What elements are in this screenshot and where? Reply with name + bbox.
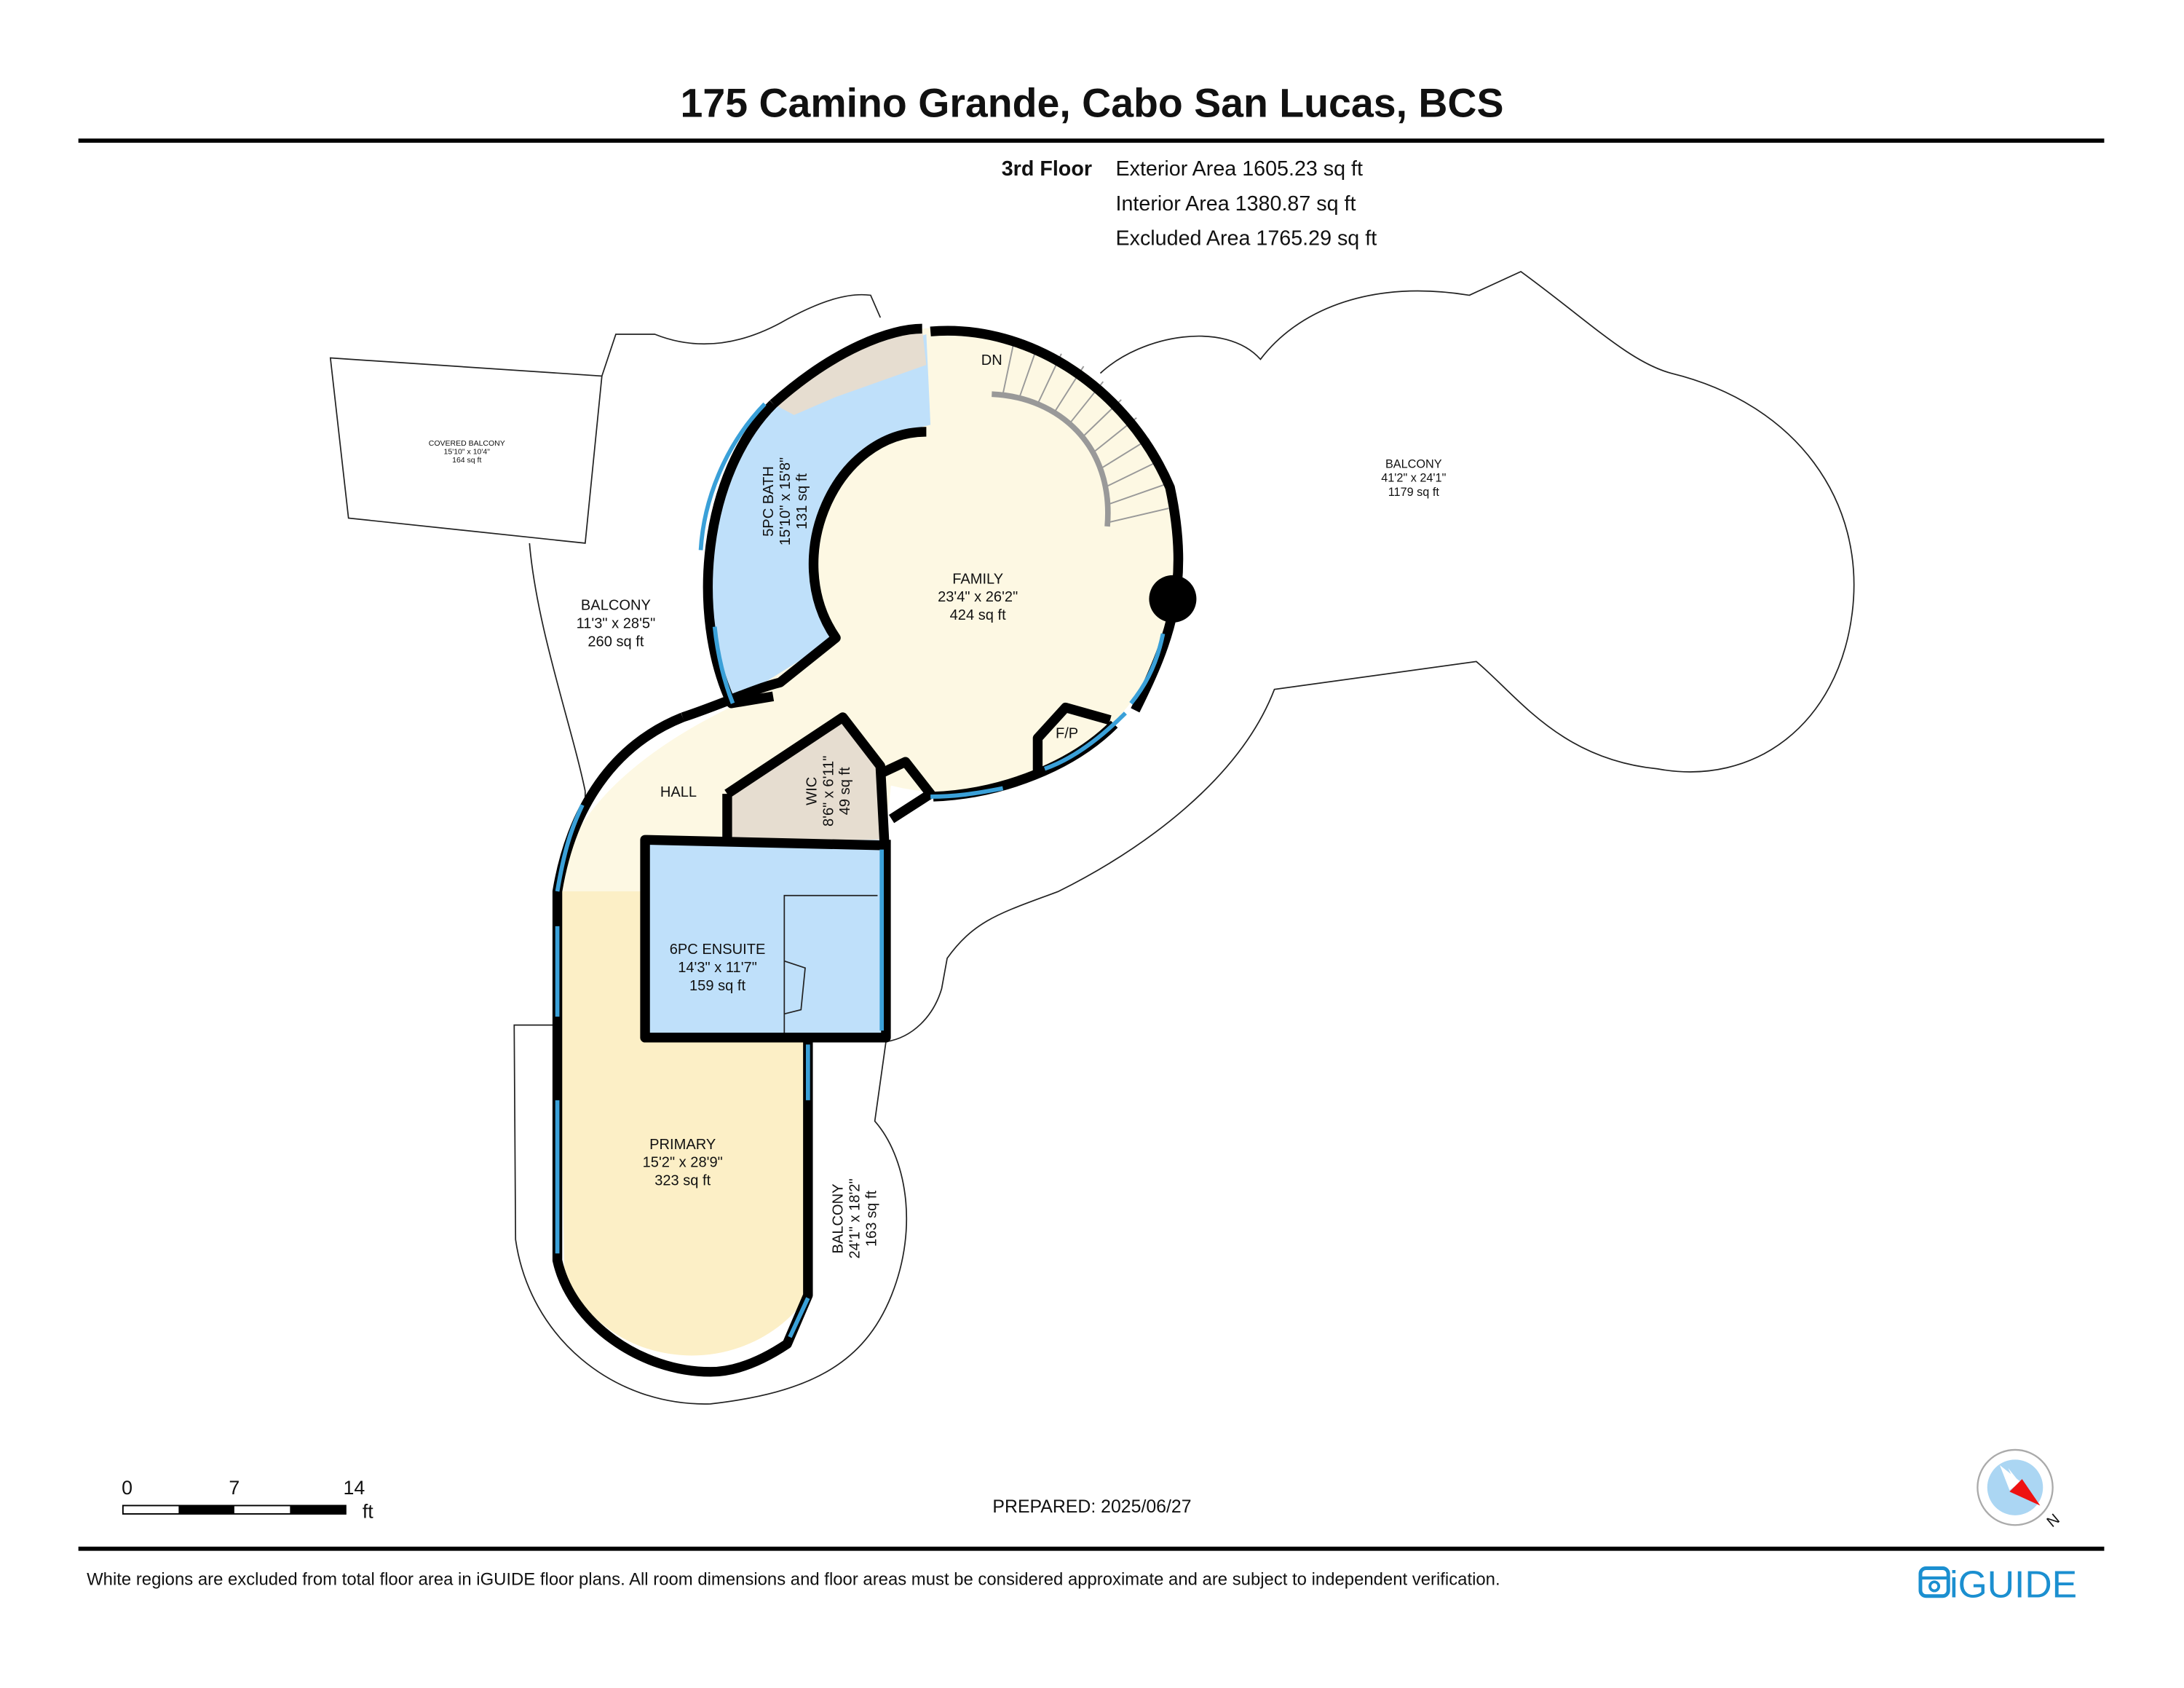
svg-text:N: N bbox=[2043, 1511, 2062, 1531]
ensuite-room bbox=[645, 840, 886, 1038]
iguide-logo: iGUIDE bbox=[1918, 1563, 2077, 1606]
svg-text:ft: ft bbox=[363, 1501, 373, 1523]
svg-text:1179 sq ft: 1179 sq ft bbox=[1388, 486, 1440, 499]
page-title: 175 Camino Grande, Cabo San Lucas, BCS bbox=[681, 81, 1504, 126]
svg-text:163 sq ft: 163 sq ft bbox=[864, 1191, 880, 1247]
balcony-bottom-label: BALCONY 24'1" x 18'2" 163 sq ft bbox=[831, 1178, 880, 1258]
covered-balcony-outline bbox=[329, 357, 603, 544]
svg-text:323 sq ft: 323 sq ft bbox=[654, 1173, 711, 1189]
scale-bar: 0 7 14 ft bbox=[122, 1477, 373, 1523]
svg-text:COVERED BALCONY: COVERED BALCONY bbox=[429, 439, 505, 448]
family-label: FAMILY 23'4" x 26'2" 424 sq ft bbox=[938, 571, 1018, 623]
fireplace-label: F/P bbox=[1056, 726, 1078, 742]
shower-outline bbox=[783, 894, 878, 1038]
ensuite-label: 6PC ENSUITE 14'3" x 11'7" 159 sq ft bbox=[670, 942, 766, 994]
balcony-bottom-outline bbox=[513, 1024, 908, 1405]
svg-text:iGUIDE: iGUIDE bbox=[1950, 1563, 2077, 1606]
svg-text:PRIMARY: PRIMARY bbox=[649, 1137, 716, 1153]
staircase bbox=[992, 341, 1169, 527]
exterior-area: Exterior Area 1605.23 sq ft bbox=[1116, 157, 1364, 181]
balcony-left-label: BALCONY 11'3" x 28'5" 260 sq ft bbox=[577, 598, 656, 650]
svg-text:24'1" x 18'2": 24'1" x 18'2" bbox=[847, 1178, 863, 1258]
primary-room bbox=[557, 891, 808, 1356]
svg-text:41'2" x 24'1": 41'2" x 24'1" bbox=[1381, 472, 1446, 485]
wic-wall bbox=[640, 712, 935, 1043]
svg-text:BALCONY: BALCONY bbox=[1385, 458, 1442, 471]
svg-text:BALCONY: BALCONY bbox=[831, 1183, 847, 1253]
hall-wall bbox=[552, 712, 813, 1377]
svg-text:14: 14 bbox=[343, 1477, 365, 1499]
compass-icon: N bbox=[1977, 1448, 2063, 1531]
prepared-date: PREPARED: 2025/06/27 bbox=[992, 1496, 1191, 1517]
hall-label: HALL bbox=[660, 784, 697, 800]
interior-area: Interior Area 1380.87 sq ft bbox=[1116, 192, 1356, 216]
wic-label: WIC 8'6" x 6'11" 49 sq ft bbox=[804, 756, 853, 827]
svg-text:159 sq ft: 159 sq ft bbox=[689, 978, 745, 994]
floor-name: 3rd Floor bbox=[1002, 157, 1092, 181]
svg-text:BALCONY: BALCONY bbox=[581, 598, 651, 614]
disclaimer: White regions are excluded from total fl… bbox=[87, 1569, 1500, 1589]
svg-text:0: 0 bbox=[122, 1477, 132, 1499]
excluded-area: Excluded Area 1765.29 sq ft bbox=[1116, 227, 1377, 251]
svg-text:260 sq ft: 260 sq ft bbox=[587, 634, 644, 650]
svg-text:131 sq ft: 131 sq ft bbox=[794, 473, 810, 529]
svg-text:15'2" x 28'9": 15'2" x 28'9" bbox=[643, 1155, 723, 1171]
svg-text:164 sq ft: 164 sq ft bbox=[452, 456, 481, 465]
bath-label: 5PC BATH 15'10" x 15'8" 131 sq ft bbox=[761, 457, 810, 545]
svg-text:15'10" x 15'8": 15'10" x 15'8" bbox=[778, 457, 794, 545]
wic-room bbox=[727, 717, 881, 845]
svg-text:WIC: WIC bbox=[804, 777, 820, 805]
svg-text:FAMILY: FAMILY bbox=[952, 571, 1003, 587]
svg-text:23'4" x 26'2": 23'4" x 26'2" bbox=[938, 589, 1018, 605]
bath-vanity bbox=[773, 328, 927, 415]
svg-text:15'10" x 10'4": 15'10" x 10'4" bbox=[444, 447, 491, 456]
svg-text:49 sq ft: 49 sq ft bbox=[837, 767, 853, 815]
svg-text:11'3" x 28'5": 11'3" x 28'5" bbox=[577, 616, 656, 632]
svg-text:7: 7 bbox=[229, 1477, 240, 1499]
svg-text:5PC BATH: 5PC BATH bbox=[761, 466, 777, 537]
primary-label: PRIMARY 15'2" x 28'9" 323 sq ft bbox=[643, 1137, 723, 1189]
column bbox=[1149, 575, 1197, 623]
windows bbox=[555, 402, 1166, 1338]
stairs-down-label: DN bbox=[981, 352, 1002, 368]
svg-text:8'6" x 6'11": 8'6" x 6'11" bbox=[820, 756, 836, 827]
bath-outer-wall bbox=[703, 400, 777, 709]
balcony-right-label: BALCONY 41'2" x 24'1" 1179 sq ft bbox=[1381, 458, 1446, 499]
svg-text:14'3" x 11'7": 14'3" x 11'7" bbox=[678, 960, 757, 976]
svg-text:6PC ENSUITE: 6PC ENSUITE bbox=[670, 942, 766, 958]
covered-balcony-label: COVERED BALCONY 15'10" x 10'4" 164 sq ft bbox=[429, 439, 505, 465]
balcony-right-outline bbox=[885, 270, 1855, 1043]
svg-text:424 sq ft: 424 sq ft bbox=[950, 607, 1006, 623]
fireplace-wall bbox=[1032, 702, 1112, 773]
